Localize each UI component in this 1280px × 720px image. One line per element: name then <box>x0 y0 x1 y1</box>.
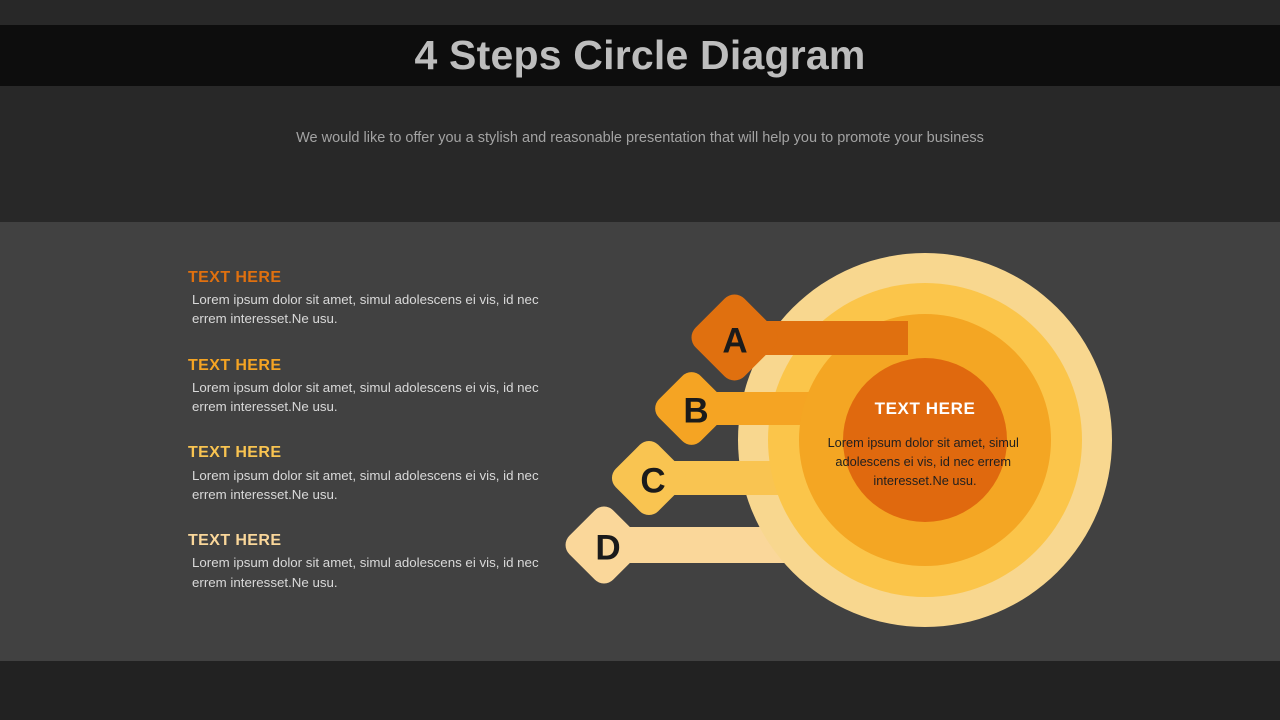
step-text-c[interactable]: TEXT HERE Lorem ipsum dolor sit amet, si… <box>188 443 558 504</box>
ring-inner-core <box>843 358 1007 522</box>
steps-text-column: TEXT HERE Lorem ipsum dolor sit amet, si… <box>188 268 558 592</box>
circle-diagram: D C B A <box>0 222 1280 661</box>
step-letter-d: D <box>595 529 620 568</box>
step-text-d[interactable]: TEXT HERE Lorem ipsum dolor sit amet, si… <box>188 531 558 592</box>
step-text-b[interactable]: TEXT HERE Lorem ipsum dolor sit amet, si… <box>188 356 558 417</box>
step-heading-c: TEXT HERE <box>188 444 282 462</box>
step-heading-d: TEXT HERE <box>188 532 282 550</box>
step-heading-b: TEXT HERE <box>188 356 282 374</box>
band-title <box>0 25 1280 86</box>
step-body-c: Lorem ipsum dolor sit amet, simul adoles… <box>192 467 539 502</box>
step-letter-c: C <box>640 462 665 501</box>
step-diamond-c[interactable] <box>607 436 692 521</box>
page-subtitle: We would like to offer you a stylish and… <box>296 130 984 146</box>
center-body-line-2: adolescens ei vis, id nec errem <box>835 454 1011 469</box>
step-body-a: Lorem ipsum dolor sit amet, simul adoles… <box>192 292 539 327</box>
step-connector-a <box>735 321 908 355</box>
center-title: TEXT HERE <box>875 399 976 418</box>
band-bottom <box>0 661 1280 720</box>
step-shape-a[interactable]: A <box>686 289 1007 522</box>
step-diamond-d[interactable] <box>560 501 648 589</box>
step-body-b: Lorem ipsum dolor sit amet, simul adoles… <box>192 379 539 415</box>
step-diamond-b[interactable] <box>650 367 733 450</box>
center-body-line-3: interesset.Ne usu. <box>873 473 976 488</box>
step-letter-b: B <box>683 392 708 431</box>
step-text-a[interactable]: TEXT HERE Lorem ipsum dolor sit amet, si… <box>188 268 558 329</box>
step-diamond-a[interactable] <box>686 289 784 387</box>
band-top <box>0 0 1280 25</box>
center-body: Lorem ipsum dolor sit amet, simul adoles… <box>828 435 1023 488</box>
step-body-d: Lorem ipsum dolor sit amet, simul adoles… <box>192 555 539 590</box>
band-subtitle <box>0 86 1280 222</box>
center-body-line-1: Lorem ipsum dolor sit amet, simul <box>828 435 1019 450</box>
step-letter-a: A <box>722 322 747 361</box>
page-title: 4 Steps Circle Diagram <box>414 32 866 78</box>
step-heading-a: TEXT HERE <box>188 269 282 286</box>
